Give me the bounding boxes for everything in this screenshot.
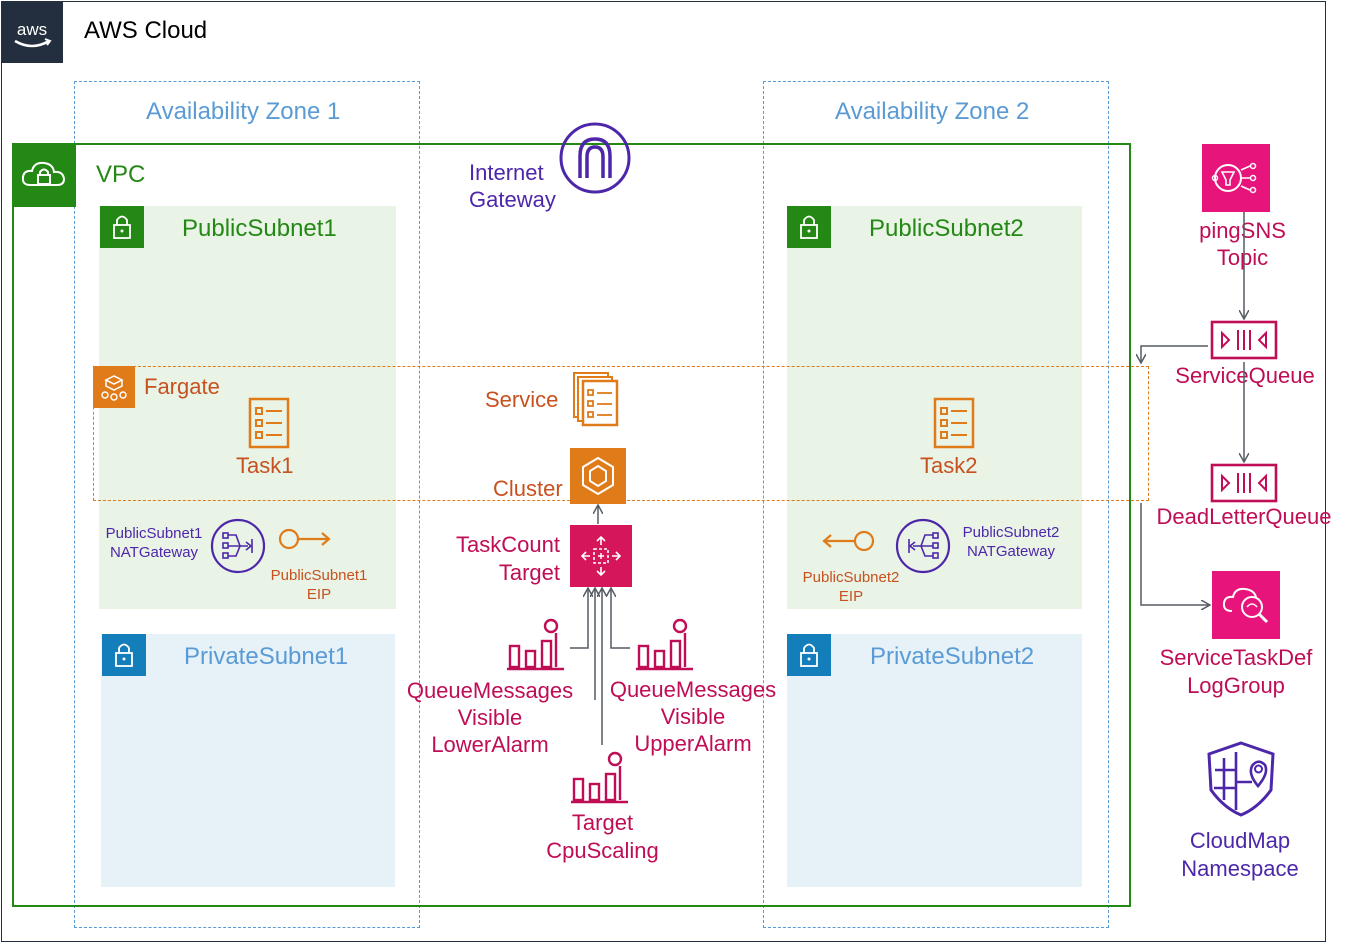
- eip1-label-line1: PublicSubnet1: [270, 567, 368, 584]
- private-subnet-1: [101, 634, 395, 887]
- nat-gateway-2-icon: [895, 518, 951, 574]
- availability-zone-1: [74, 81, 420, 928]
- availability-zone-1-label: Availability Zone 1: [146, 98, 341, 125]
- lower-alarm-icon: [506, 618, 566, 672]
- aws-cloud-title: AWS Cloud: [84, 17, 208, 44]
- availability-zone-2: [763, 81, 1109, 928]
- cluster-label: Cluster: [493, 476, 563, 501]
- sns-label-line2: Topic: [1216, 245, 1269, 270]
- vpc-group: [12, 143, 1131, 907]
- cloudmap-label-line1: CloudMap: [1189, 828, 1291, 853]
- task1-icon: [248, 397, 290, 449]
- lower-alarm-label-line1: QueueMessages: [406, 678, 574, 703]
- public-subnet-2-label: PublicSubnet2: [869, 215, 1024, 242]
- eip1-label-line2: EIP: [306, 586, 332, 603]
- upper-alarm-to-taskcount-connector: [611, 589, 630, 649]
- dead-letter-queue-icon: [1210, 463, 1278, 503]
- aws-logo-icon: aws: [1, 1, 63, 63]
- log-group-label-line2: LogGroup: [1187, 673, 1285, 698]
- cloudmap-label-line2: Namespace: [1181, 856, 1299, 881]
- taskcount-label-line1: TaskCount: [456, 532, 560, 557]
- sns-label-line1: pingSNS: [1199, 218, 1286, 243]
- private-subnet-1-lock-icon: [102, 634, 146, 676]
- internet-gateway-icon: [558, 121, 632, 195]
- log-group-label-line1: ServiceTaskDef: [1159, 645, 1313, 670]
- cpu-scaling-icon: [570, 750, 630, 804]
- nat2-label-line1: PublicSubnet2: [962, 524, 1060, 541]
- service-queue-icon: [1210, 320, 1278, 360]
- svg-text:aws: aws: [17, 20, 47, 39]
- service-queue-label: ServiceQueue: [1175, 363, 1315, 388]
- vpc-label: VPC: [96, 161, 146, 188]
- lower-alarm-label-line2: Visible: [457, 705, 523, 730]
- cloudmap-icon: [1200, 740, 1282, 818]
- internet-gateway-label-line2: Gateway: [469, 187, 556, 212]
- eip2-label-line2: EIP: [838, 588, 864, 605]
- log-group-icon: [1212, 571, 1280, 639]
- private-subnet-1-label: PrivateSubnet1: [184, 643, 349, 670]
- lower-alarm-label-line3: LowerAlarm: [431, 732, 549, 757]
- eip-2-icon: [820, 528, 876, 554]
- cpu-scaling-label-line1: Target: [571, 810, 634, 835]
- internet-gateway-label-line1: Internet: [469, 160, 544, 185]
- fargate-label: Fargate: [144, 374, 220, 399]
- task2-icon: [933, 397, 975, 449]
- public-subnet-2-lock-icon: [787, 206, 831, 248]
- cpu-scaling-label-line2: CpuScaling: [546, 838, 659, 863]
- task1-label: Task1: [236, 453, 294, 478]
- public-subnet-1-label: PublicSubnet1: [182, 215, 337, 242]
- nat-gateway-1-icon: [210, 518, 266, 574]
- service-icon: [572, 371, 620, 427]
- public-subnet-1: [99, 206, 396, 609]
- nat1-label-line2: NATGateway: [109, 544, 199, 561]
- aws-cloud-group: [1, 1, 1326, 942]
- vpc-cloud-lock-icon: [12, 143, 76, 207]
- nat1-label-line1: PublicSubnet1: [105, 525, 203, 542]
- ecs-cluster-icon: [570, 448, 626, 504]
- private-subnet-2-lock-icon: [787, 634, 831, 676]
- sns-topic-icon: [1202, 144, 1270, 212]
- eip2-label-line1: PublicSubnet2: [802, 569, 900, 586]
- service-to-loggroup-connector: [1140, 503, 1209, 605]
- availability-zone-2-label: Availability Zone 2: [835, 98, 1030, 125]
- upper-alarm-label-line3: UpperAlarm: [634, 731, 752, 756]
- public-subnet-1-lock-icon: [100, 206, 144, 248]
- lower-alarm-to-taskcount-connector: [570, 589, 588, 649]
- task2-label: Task2: [920, 453, 978, 478]
- eip-1-icon: [277, 526, 333, 552]
- upper-alarm-label-line1: QueueMessages: [609, 677, 777, 702]
- upper-alarm-label-line2: Visible: [660, 704, 726, 729]
- private-subnet-2-label: PrivateSubnet2: [870, 643, 1035, 670]
- private-subnet-2: [787, 634, 1082, 887]
- nat2-label-line2: NATGateway: [966, 543, 1056, 560]
- dead-letter-queue-label: DeadLetterQueue: [1156, 504, 1332, 529]
- upper-alarm-icon: [635, 618, 695, 672]
- application-auto-scaling-icon: [570, 525, 632, 587]
- fargate-icon: [93, 366, 135, 408]
- queue-to-service-connector: [1141, 345, 1208, 362]
- service-label: Service: [485, 387, 559, 412]
- taskcount-label-line2: Target: [498, 560, 560, 585]
